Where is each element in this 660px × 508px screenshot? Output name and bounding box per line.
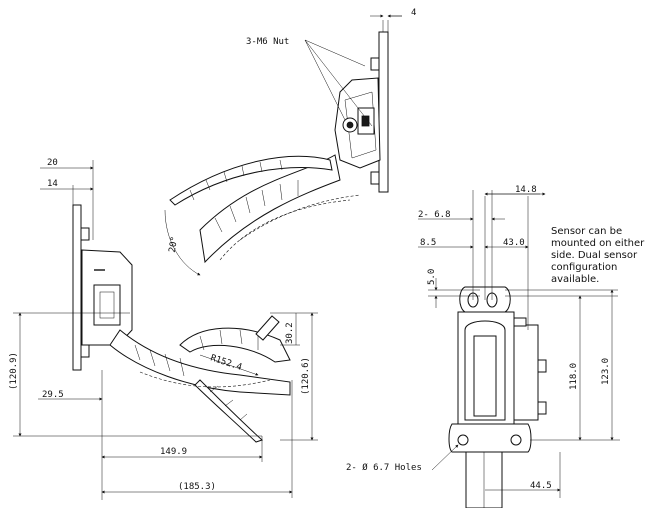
dim-14-8: 14.8 xyxy=(515,185,537,195)
dim-14: 14 xyxy=(47,179,58,189)
left-pedal-arm xyxy=(109,329,291,396)
dim-44-5: 44.5 xyxy=(530,481,552,491)
sensor-note-line-2: mounted on either xyxy=(551,238,645,249)
sensor-note: Sensor can be mounted on either side. Du… xyxy=(551,226,645,285)
dim-5: 5.0 xyxy=(427,269,437,285)
upper-pedal-arm xyxy=(199,154,341,264)
nut-1 xyxy=(370,57,380,71)
dim-20: 20 xyxy=(47,158,58,168)
left-pedal-view: R152.4 20 14 (120.9) 29.5 149.9 (185.3) … xyxy=(9,158,318,500)
sensor-note-line-3: side. Dual sensor xyxy=(551,250,638,261)
nut-3 xyxy=(370,171,380,185)
dim-top-4: 4 xyxy=(411,8,416,18)
dim-2x6-8: 2- 6.8 xyxy=(418,210,451,220)
dim-r152: R152.4 xyxy=(209,353,243,373)
nut-label: 3-M6 Nut xyxy=(246,37,289,47)
sensor-note-line-1: Sensor can be xyxy=(551,226,622,237)
front-view: 14.8 2- 6.8 8.5 43.0 5.0 118.0 123.0 44.… xyxy=(346,185,620,508)
dim-8-5: 8.5 xyxy=(420,238,436,248)
holes-label: 2- Ø 6.7 Holes xyxy=(346,462,422,473)
upper-mount-plate xyxy=(378,31,389,193)
dim-43: 43.0 xyxy=(503,238,525,248)
left-pedal-pad xyxy=(179,327,291,363)
mount-hole-left xyxy=(457,434,469,446)
front-sensor xyxy=(513,324,539,421)
dim-120-6: (120.6) xyxy=(301,357,311,395)
dim-120-9: (120.9) xyxy=(9,352,19,390)
dim-29-5: 29.5 xyxy=(42,390,64,400)
dim-30-2: 30.2 xyxy=(285,322,295,344)
left-pedal-heel xyxy=(194,379,263,443)
sensor-note-line-4: configuration xyxy=(551,262,617,273)
dim-185-3: (185.3) xyxy=(178,482,216,492)
force-arrow xyxy=(255,315,280,341)
dim-angle-20: 20° xyxy=(168,236,181,254)
mount-hole-right xyxy=(510,434,522,446)
upper-pedal-pad xyxy=(169,155,333,206)
dim-118: 118.0 xyxy=(569,363,579,390)
dim-123: 123.0 xyxy=(601,358,611,385)
dim-149-9: 149.9 xyxy=(160,447,187,457)
sensor-note-line-5: available. xyxy=(551,274,599,285)
left-mount-plate xyxy=(72,204,82,371)
upper-pedal-view: 20° 3-M6 Nut 4 xyxy=(164,8,416,276)
